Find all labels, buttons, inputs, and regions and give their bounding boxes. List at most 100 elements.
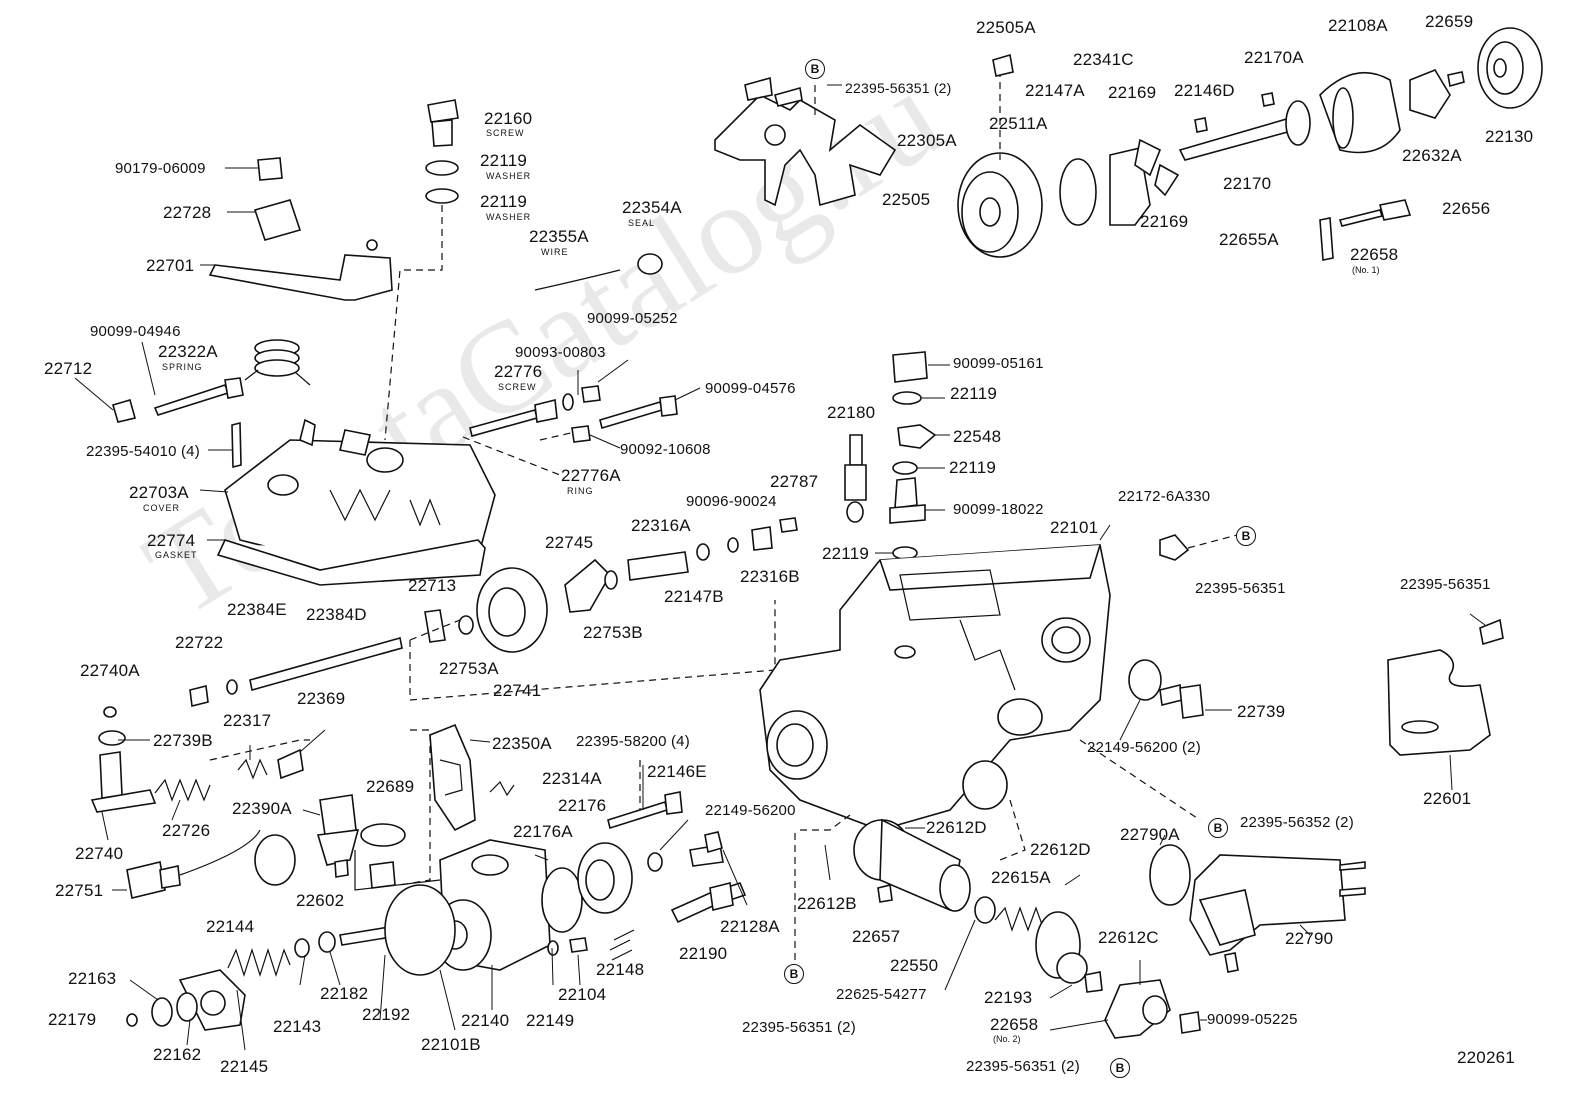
plate-22145-illustration: [126, 969, 246, 1031]
part-sublabel: SEAL: [628, 218, 656, 228]
bracket-22701-illustration: [208, 239, 393, 301]
part-number-label: 22104: [558, 985, 607, 1004]
part-number-label: 22505: [882, 190, 931, 209]
part-number-label: 22612D: [1030, 840, 1091, 859]
drive-pulley-22505-illustration: [957, 138, 1180, 258]
part-number-label: 22146D: [1174, 81, 1235, 100]
part-number-label: 22790A: [1120, 825, 1180, 844]
plug-22739-illustration: [1128, 659, 1204, 719]
part-number-label: 22689: [366, 777, 415, 796]
part-sublabel: SCREW: [498, 382, 537, 392]
part-number-label: 22101B: [421, 1035, 481, 1054]
part-number-label: 22602: [296, 891, 345, 910]
part-number-label: 22143: [273, 1017, 322, 1036]
tube-22550-illustration: [853, 818, 971, 912]
part-number-label: 22722: [175, 633, 224, 652]
actuator-22790-illustration: [1149, 844, 1366, 973]
part-number-label: 22314A: [542, 769, 602, 788]
part-sublabel: (No. 2): [993, 1034, 1021, 1044]
part-number-label: 22726: [162, 821, 211, 840]
part-number-label: 22390A: [232, 799, 292, 818]
part-number-label: 22776: [494, 362, 543, 381]
part-number-label: 22655A: [1219, 230, 1279, 249]
part-number-label: 22369: [297, 689, 346, 708]
part-number-label: 22745: [545, 533, 594, 552]
part-number-label: 22753A: [439, 659, 499, 678]
part-number-label: 22172-6A330: [1118, 488, 1211, 505]
part-number-label: 22160: [484, 109, 533, 128]
part-number-label: 22180: [827, 403, 876, 422]
part-number-label: 22712: [44, 359, 93, 378]
spring-22726-illustration: [154, 748, 304, 802]
part-number-label: 90096-90024: [686, 493, 777, 510]
part-number-label: 22140: [461, 1011, 510, 1030]
part-number-label: 22739B: [153, 731, 213, 750]
part-number-label: 22395-56351 (2): [845, 80, 952, 96]
part-number-label: 22119: [950, 384, 998, 403]
part-number-label: 90099-05161: [953, 355, 1044, 372]
part-number-label: 22395-56351: [1195, 580, 1286, 597]
part-number-label: 22657: [852, 927, 901, 946]
part-number-label: 22656: [1442, 199, 1491, 218]
spring-22322A-illustration: [244, 339, 311, 386]
part-number-label: 22632A: [1402, 146, 1462, 165]
nut-90179-illustration: [253, 157, 302, 241]
sensor-22740-illustration: [90, 706, 157, 813]
screw-22776-illustration: [469, 385, 678, 443]
part-number-label: 22149-56200 (2): [1087, 739, 1201, 756]
fitting-22548-illustration: [889, 351, 937, 560]
part-number-label: 22384E: [227, 600, 287, 619]
part-number-label: 22658: [990, 1015, 1039, 1034]
part-number-label: 22612C: [1098, 928, 1159, 947]
part-number-label: 22658: [1350, 245, 1399, 264]
part-number-label: 22128A: [720, 917, 780, 936]
part-number-label: 90099-04576: [705, 380, 796, 397]
part-sublabel: WIRE: [541, 247, 569, 257]
part-number-label: 90099-18022: [953, 501, 1044, 518]
cover-22140-illustration: [339, 839, 551, 976]
part-number-label: 22162: [153, 1045, 202, 1064]
reference-marker-b: B: [1236, 526, 1256, 546]
part-number-label: 22316B: [740, 567, 800, 586]
part-number-label: 22176A: [513, 822, 573, 841]
part-number-label: 22728: [163, 203, 212, 222]
spring-22144-illustration: [227, 931, 336, 977]
part-number-label: 22395-56351 (2): [966, 1058, 1080, 1075]
reference-marker-b: B: [805, 59, 825, 79]
part-number-label: 22740A: [80, 661, 140, 680]
reference-marker-b: B: [1208, 818, 1228, 838]
reference-marker-b: B: [1110, 1058, 1130, 1078]
part-number-label: 22176: [558, 796, 607, 815]
part-number-label: 22355A: [529, 227, 589, 246]
part-number-label: 22146E: [647, 762, 707, 781]
pin-22655A-illustration: [1319, 199, 1412, 261]
part-number-label: 90179-06009: [115, 160, 206, 177]
lever-22745-illustration: [564, 517, 798, 613]
part-number-label: 22305A: [897, 131, 957, 150]
part-number-label: 22612B: [797, 894, 857, 913]
gear-22741-illustration: [424, 567, 548, 653]
part-number-label: 22395-54010 (4): [86, 443, 200, 460]
part-number-label: 22147A: [1025, 81, 1085, 100]
part-number-label: 22548: [953, 427, 1002, 446]
part-number-label: 22774: [147, 531, 196, 550]
plate-22601-illustration: [1387, 618, 1504, 756]
part-number-label: 22148: [596, 960, 645, 979]
part-number-label: 22753B: [583, 623, 643, 642]
seal-wire-illustration: [534, 253, 663, 291]
part-number-label: 22625-54277: [836, 986, 927, 1003]
part-number-label: 22108A: [1328, 16, 1388, 35]
spring-22615A-illustration: [994, 906, 1103, 993]
part-number-label: 22145: [220, 1057, 269, 1076]
part-number-label: 22119: [480, 151, 528, 170]
part-number-label: 22119: [822, 544, 870, 563]
part-number-label: 22612D: [926, 818, 987, 837]
pump-housing-22101-illustration: [759, 544, 1111, 831]
part-number-label: 22119: [480, 192, 528, 211]
part-number-label: 90092-10608: [620, 441, 711, 458]
part-number-label: 90099-05225: [1207, 1011, 1298, 1028]
part-number-label: 22179: [48, 1010, 97, 1029]
part-sublabel: (No. 1): [1352, 265, 1380, 275]
part-number-label: 22169: [1140, 212, 1189, 231]
